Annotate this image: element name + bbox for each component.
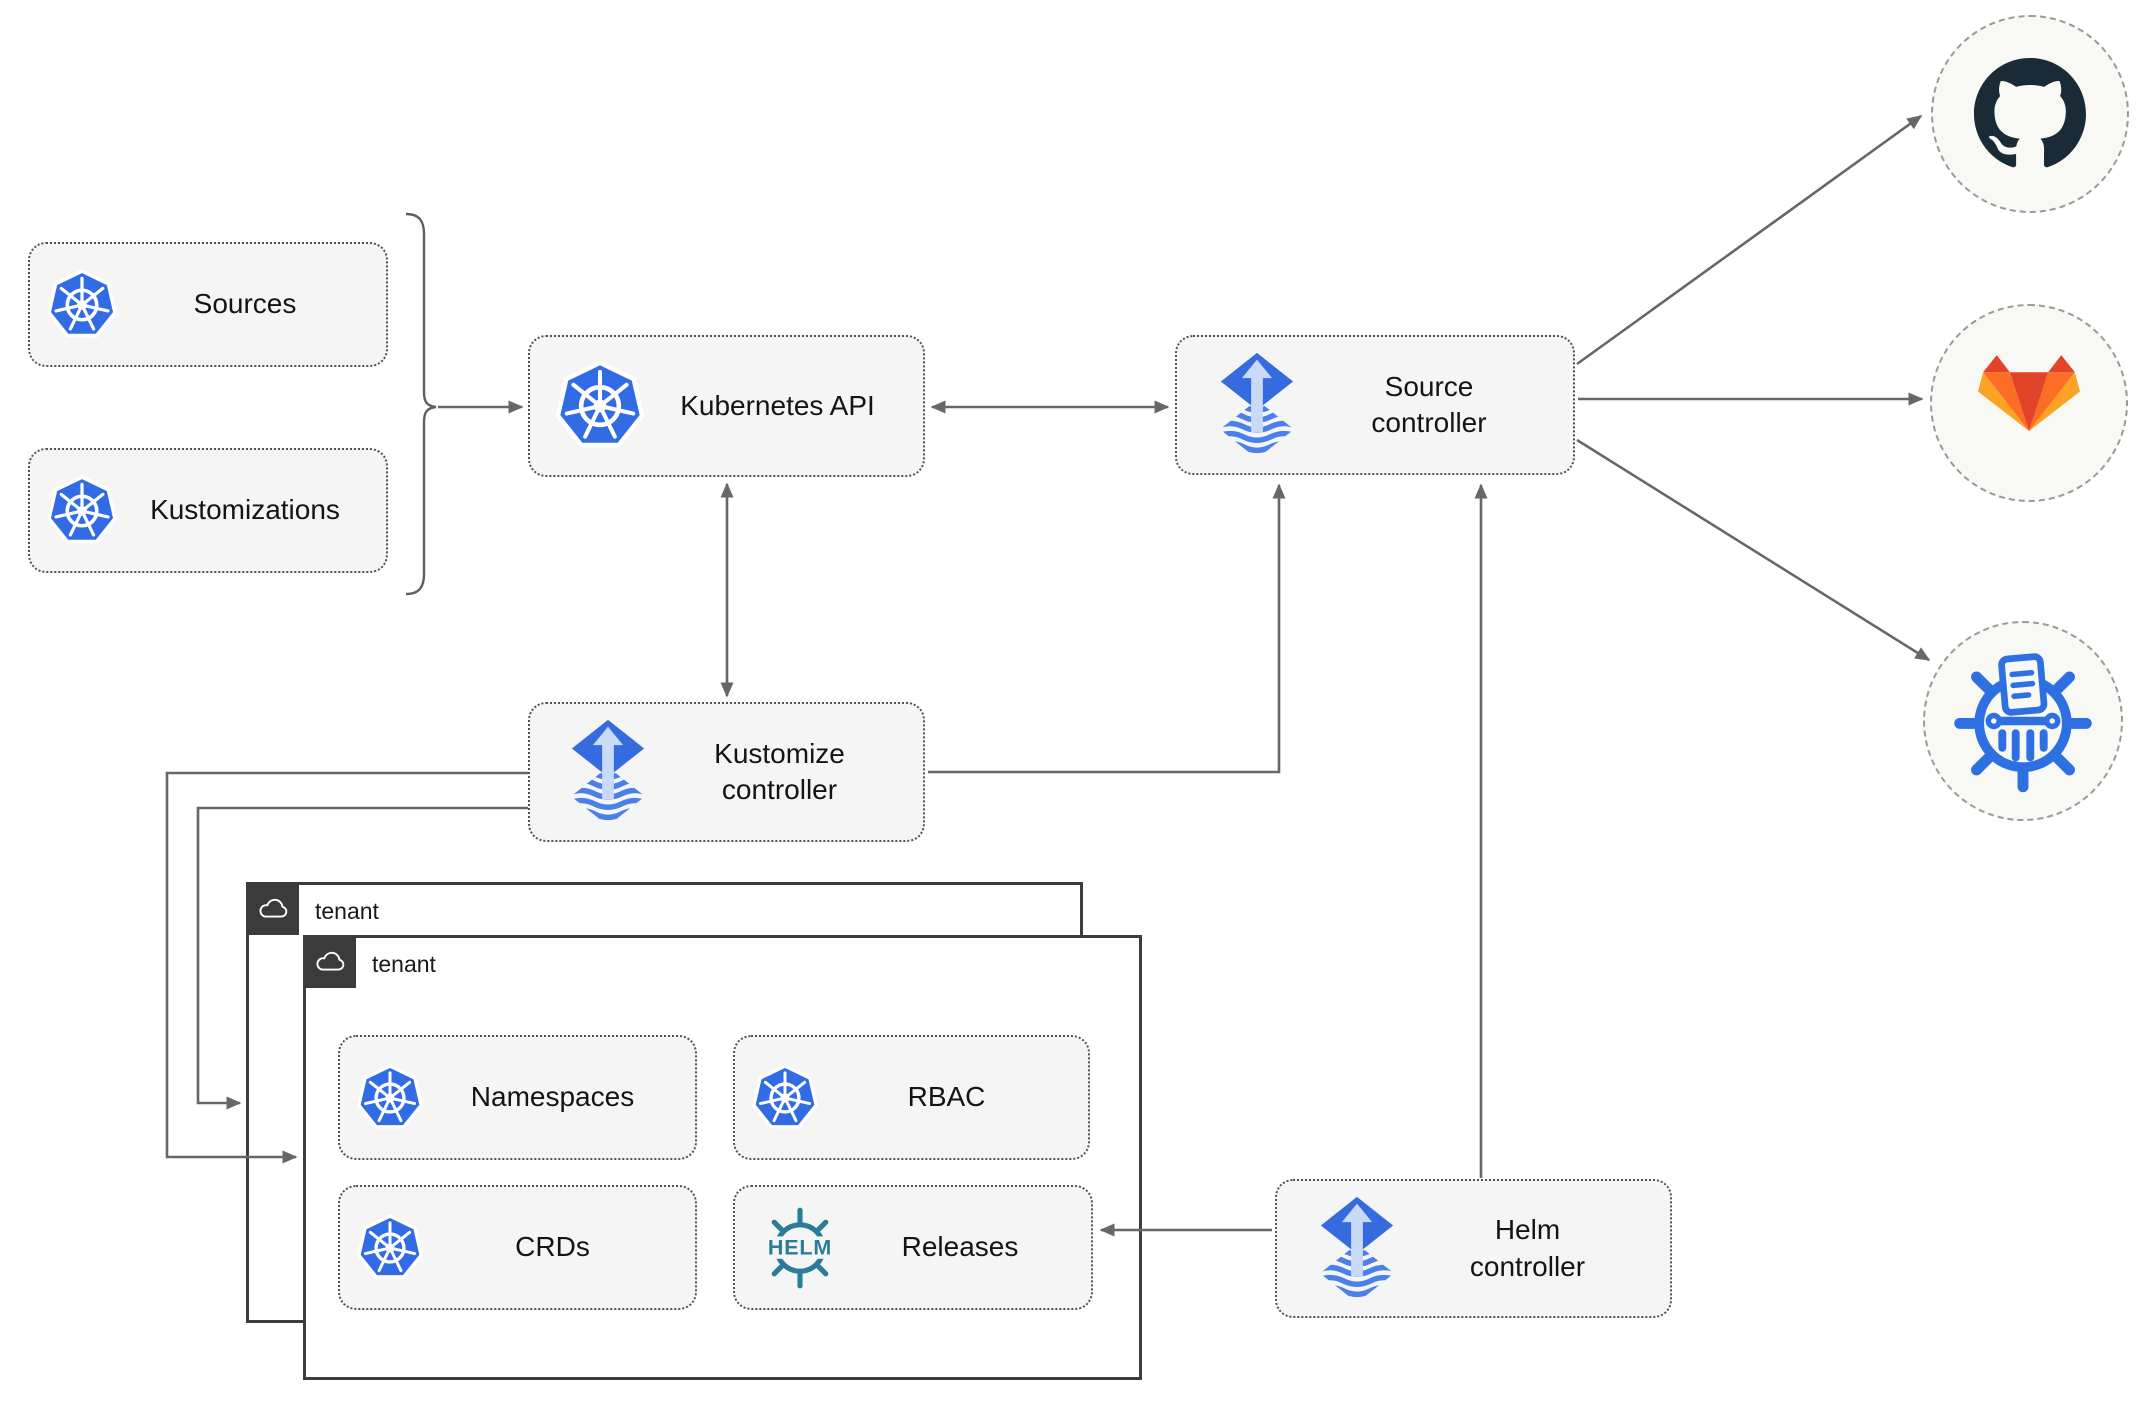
- node-label: Releases: [901, 1231, 1019, 1263]
- node-sources: Sources: [28, 242, 388, 367]
- tenant-label: tenant: [372, 951, 436, 977]
- kubernetes-icon: [356, 1214, 424, 1282]
- node-label: Namespaces: [470, 1081, 635, 1113]
- svg-text:HELM: HELM: [768, 1235, 832, 1259]
- node-label: Kustomizations: [150, 494, 340, 526]
- kubernetes-icon: [46, 475, 118, 547]
- node-source-controller: Source controller: [1175, 335, 1575, 475]
- tenant-label: tenant: [315, 898, 379, 924]
- node-label: Sources: [193, 288, 297, 320]
- node-crds: CRDs: [338, 1185, 697, 1310]
- github-octocat-icon: [1974, 58, 2086, 168]
- node-kubernetes-api: Kubernetes API: [528, 335, 925, 477]
- node-rbac: RBAC: [733, 1035, 1090, 1160]
- node-kustomize-controller: Kustomize controller: [528, 702, 925, 842]
- endpoint-helm-repository: [1923, 621, 2123, 821]
- kubernetes-icon: [356, 1064, 424, 1132]
- node-label: RBAC: [907, 1081, 986, 1113]
- node-label: Helm controller: [1469, 1214, 1586, 1282]
- flux-icon: [566, 718, 650, 826]
- node-helm-controller: Helm controller: [1275, 1179, 1672, 1318]
- edge-source-controller-to-github: [1576, 114, 1923, 366]
- edge-kustomize-to-source-controller: [928, 483, 1286, 774]
- cloud-icon: [313, 949, 347, 974]
- edge-source-controller-to-helm-repository: [1576, 438, 1931, 662]
- node-namespaces: Namespaces: [338, 1035, 697, 1160]
- node-label: Source controller: [1371, 370, 1487, 438]
- node-label: CRDs: [515, 1231, 590, 1263]
- kubernetes-icon: [554, 360, 646, 452]
- endpoint-gitlab: [1930, 304, 2128, 502]
- flux-icon: [1215, 351, 1299, 459]
- tenant-header: [303, 935, 356, 988]
- helm-logo: HELM: [757, 1205, 843, 1291]
- tenant-header: [246, 882, 299, 935]
- node-kustomizations: Kustomizations: [28, 448, 388, 573]
- endpoint-github: [1931, 15, 2129, 213]
- flux-icon: [1315, 1195, 1399, 1303]
- chartmuseum-icon: [1954, 653, 2092, 793]
- node-label: Kubernetes API: [680, 389, 875, 421]
- edge-brace-group: [405, 212, 437, 596]
- gitlab-tanuki-icon: [1977, 354, 2081, 431]
- kubernetes-icon: [46, 269, 118, 341]
- cloud-icon: [256, 896, 290, 921]
- node-releases: HELM Releases: [733, 1185, 1093, 1310]
- node-label: Kustomize controller: [714, 737, 845, 805]
- kubernetes-icon: [751, 1064, 819, 1132]
